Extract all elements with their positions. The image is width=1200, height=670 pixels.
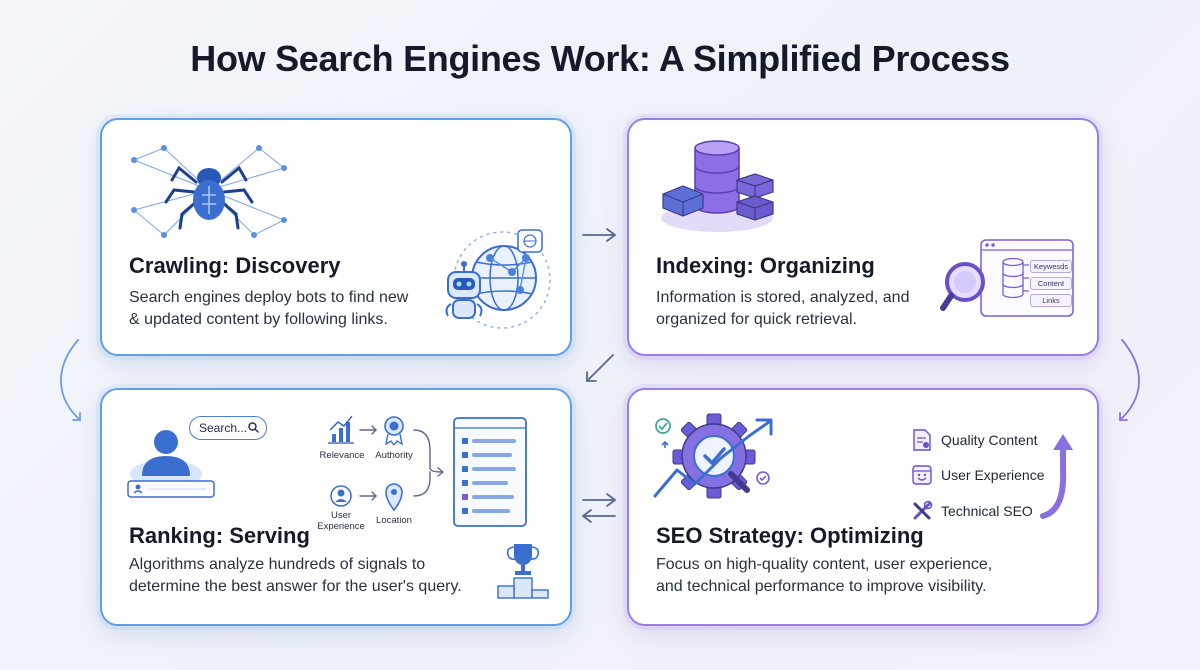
signal-authority-label: Authority [375, 450, 413, 461]
ranking-flow-icons [328, 415, 445, 512]
smiley-window-icon [912, 465, 932, 485]
card-indexing: Keywesds Content Links Indexing: Organiz… [627, 118, 1099, 356]
card-title-crawling: Crawling: Discovery [129, 253, 341, 278]
card-description-ranking: Algorithms analyze hundreds of signals t… [129, 556, 462, 595]
arrow-crawl-to-index [582, 228, 616, 242]
card-ranking: Search... [100, 388, 572, 626]
seo-item-label: Technical SEO [941, 503, 1033, 519]
search-placeholder: Search... [199, 421, 248, 435]
card-title-indexing: Indexing: Organizing [656, 253, 875, 278]
magnifier-icon [940, 262, 985, 311]
relevance-chart-icon [328, 415, 354, 444]
seo-item-technical-seo: Technical SEO [911, 500, 1033, 522]
page-title: How Search Engines Work: A Simplified Pr… [190, 38, 1010, 79]
tag-links: Links [1030, 294, 1072, 307]
seo-item-user-experience: User Experience [911, 464, 1045, 486]
card-title-ranking: Ranking: Serving [129, 523, 310, 548]
document-icon [913, 429, 931, 451]
spider-icon [131, 145, 287, 238]
seo-item-quality-content: Quality Content [911, 428, 1038, 452]
tag-keywords: Keywesds [1030, 260, 1072, 273]
wrench-icon [913, 500, 933, 520]
arrow-seo-rank-exchange [582, 493, 616, 523]
card-crawling: Crawling: Discovery Search engines deplo… [100, 118, 572, 356]
card-description-indexing: Information is stored, analyzed, and org… [656, 289, 910, 328]
database-icon [661, 140, 774, 232]
arrow-index-to-rank [586, 354, 614, 382]
location-pin-icon [385, 483, 403, 512]
signal-user-experience-label: User Experience [317, 510, 365, 532]
signal-relevance-label: Relevance [319, 450, 365, 461]
seo-item-label: User Experience [941, 467, 1045, 483]
card-description-seo: Focus on high-quality content, user expe… [656, 556, 993, 595]
arrow-right-curve [1119, 339, 1140, 421]
tag-content: Content [1030, 277, 1072, 290]
upward-arrow-icon [1040, 434, 1073, 519]
trophy-icon [497, 544, 549, 599]
seo-item-label: Quality Content [941, 432, 1038, 448]
user-experience-icon [330, 485, 352, 507]
gear-check-icon [653, 413, 773, 499]
card-title-seo: SEO Strategy: Optimizing [656, 523, 924, 548]
globe-robot-icon [445, 229, 551, 329]
user-icon [127, 430, 215, 498]
card-description-crawling: Search engines deploy bots to find new &… [129, 289, 409, 328]
signal-location-label: Location [376, 515, 412, 526]
growth-arrow-icon [653, 418, 773, 498]
search-input[interactable]: Search... [189, 416, 267, 440]
card-seo: Quality Content User Experience Technica… [627, 388, 1099, 626]
robot-icon [445, 261, 483, 319]
authority-badge-icon [384, 416, 404, 446]
arrow-left-curve [60, 339, 81, 421]
results-list-icon [453, 417, 527, 527]
search-icon [248, 422, 259, 433]
